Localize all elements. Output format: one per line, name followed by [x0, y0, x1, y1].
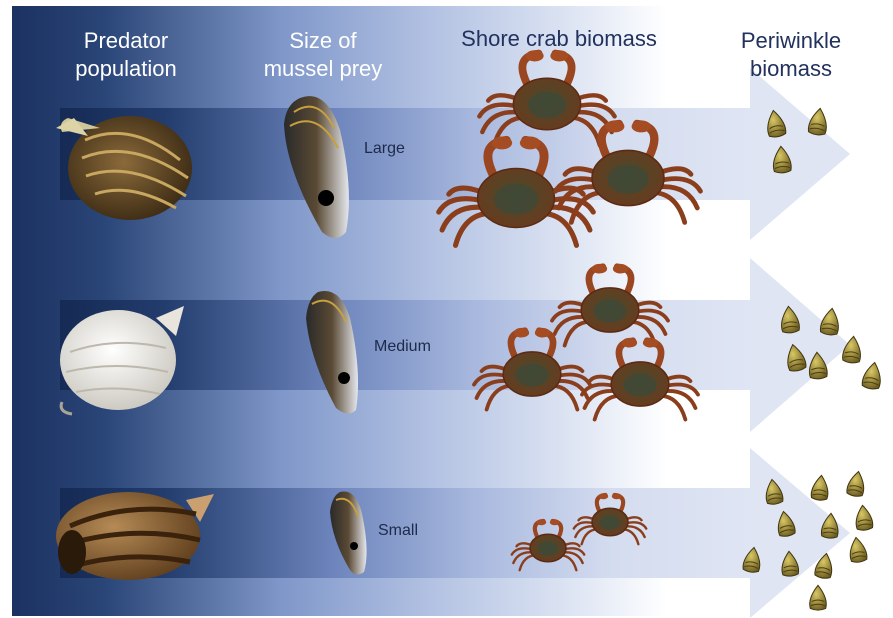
- row-arrow-large: [750, 68, 850, 240]
- mussel-header: Size of mussel prey: [248, 27, 398, 83]
- periwinkle-small-6-icon: [854, 505, 873, 531]
- periwinkle-header-line1: Periwinkle: [726, 27, 856, 55]
- predator-header: Predator population: [58, 27, 194, 83]
- predator-header-line2: population: [58, 55, 194, 83]
- periwinkle-small-11-icon: [810, 585, 827, 610]
- periwinkle-medium-6-icon: [861, 361, 883, 390]
- periwinkle-small-2-icon: [811, 475, 830, 501]
- periwinkle-header-line2: biomass: [726, 55, 856, 83]
- size-label-large: Large: [364, 140, 405, 158]
- periwinkle-medium-4-icon: [842, 335, 862, 363]
- periwinkle-small-3-icon: [846, 470, 867, 497]
- crab-header-text: Shore crab biomass: [448, 25, 670, 53]
- periwinkle-header: Periwinkle biomass: [726, 27, 856, 83]
- mussel-header-line1: Size of: [248, 27, 398, 55]
- predator-header-line1: Predator: [58, 27, 194, 55]
- periwinkle-small-10-icon: [848, 536, 868, 563]
- size-label-medium: Medium: [374, 338, 431, 356]
- size-label-small: Small: [378, 522, 418, 540]
- mussel-header-line2: mussel prey: [248, 55, 398, 83]
- periwinkle-medium-2-icon: [820, 307, 841, 336]
- crab-header: Shore crab biomass: [448, 25, 670, 53]
- periwinkle-large-2-icon: [808, 107, 829, 136]
- row-arrow-medium: [750, 258, 850, 432]
